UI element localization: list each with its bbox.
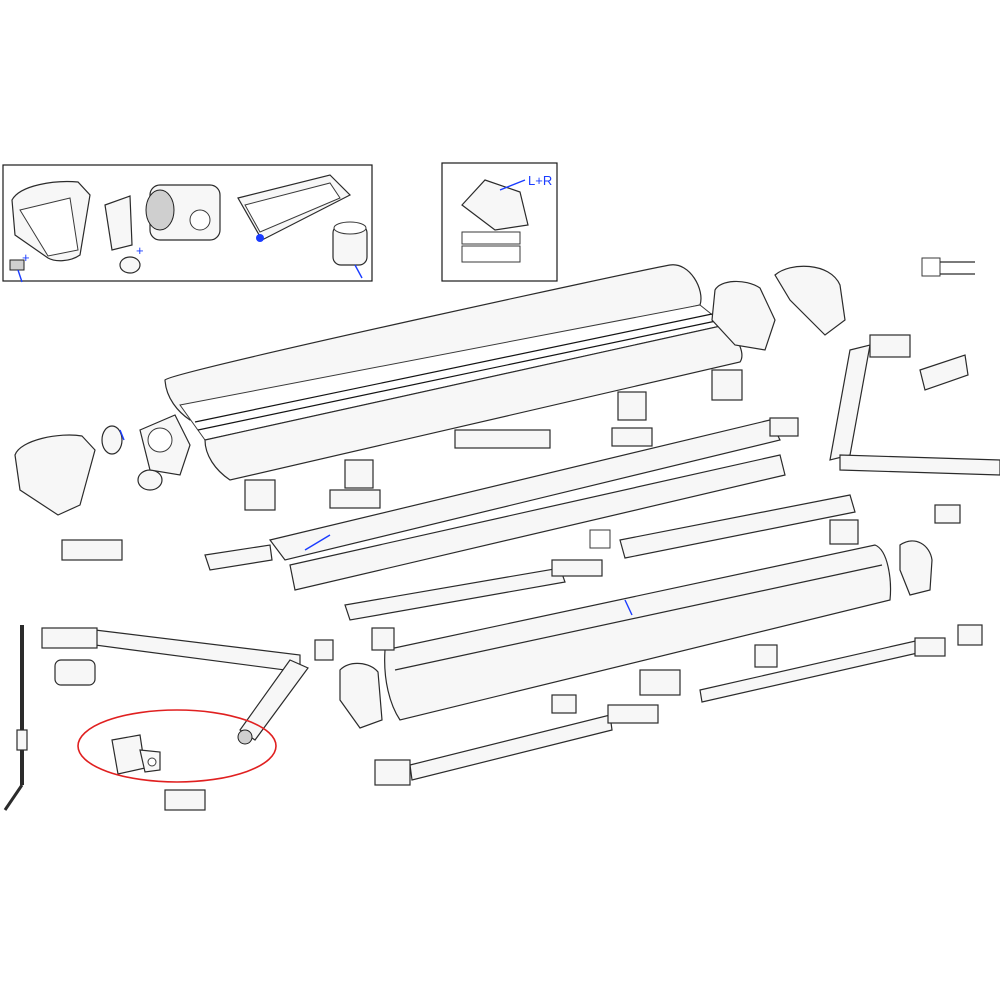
inset-box-bracket: L+R xyxy=(441,162,558,282)
housing-top-profile xyxy=(164,264,702,421)
bracket-leader xyxy=(499,179,526,191)
middle-bracket-3 xyxy=(244,479,276,511)
middle-bracket-2-base xyxy=(329,489,381,509)
lower-right-arms xyxy=(639,624,983,703)
tubes xyxy=(204,417,961,621)
profile-leader xyxy=(624,599,633,616)
bracket-plate xyxy=(461,245,521,263)
motor-cylinder-top xyxy=(333,221,367,235)
highlight-ellipse xyxy=(77,709,277,783)
crank-rod-handle xyxy=(3,784,24,811)
highlighted-mount-hole xyxy=(147,757,157,767)
lower-right-arm-bracket xyxy=(957,624,983,646)
small-left-clip xyxy=(314,639,334,661)
gear-motor-hub xyxy=(189,209,211,231)
front-rail-bracket xyxy=(829,519,859,545)
lead-rail xyxy=(289,454,786,591)
housing-groove-2 xyxy=(197,320,717,431)
screw-leader xyxy=(17,269,23,283)
left-cap-bracket xyxy=(371,627,395,651)
right-arm-joint xyxy=(869,334,911,358)
left-end-bushing xyxy=(101,425,123,455)
roller-tube-connector xyxy=(204,544,273,571)
lower-right-arm-joint xyxy=(914,637,946,657)
motor-leader xyxy=(354,264,363,279)
lower-right-arm-rail xyxy=(699,639,923,703)
control-box-panel xyxy=(244,182,341,233)
lower-center-bracket xyxy=(639,669,681,696)
left-bushing-leader xyxy=(119,429,125,441)
inset-box-components: + + xyxy=(2,164,373,283)
lower-center-arm-rail xyxy=(409,714,613,781)
inset-box-frame-2 xyxy=(441,162,558,282)
lower-center-arm-end xyxy=(374,759,411,786)
gear-motor-drum xyxy=(145,189,175,231)
left-end-assembly xyxy=(14,414,191,516)
front-profile-left-cap xyxy=(339,662,383,729)
roller-tube xyxy=(268,419,781,561)
left-arms xyxy=(41,539,309,811)
control-box-marker xyxy=(256,234,264,242)
front-profile-edge xyxy=(394,564,883,671)
front-profile-body xyxy=(384,544,892,721)
middle-bracket-1 xyxy=(617,391,647,421)
right-end-cap xyxy=(774,265,846,336)
right-arm-vertical xyxy=(829,344,871,461)
lower-center-arms xyxy=(374,694,659,786)
left-gearbox-wheel xyxy=(147,427,173,453)
wall-bracket-part xyxy=(461,179,529,231)
bracket-part xyxy=(104,195,133,251)
right-gearbox xyxy=(711,280,776,351)
left-end-cap xyxy=(14,434,96,516)
right-end-assembly xyxy=(711,265,969,401)
middle-brackets xyxy=(244,391,653,511)
svg-text:+: + xyxy=(22,250,30,265)
crank-rod-grip xyxy=(16,729,28,751)
highlighted-mount-part xyxy=(111,734,146,775)
upper-front-rail xyxy=(619,494,856,559)
left-arm-elbow xyxy=(237,729,253,745)
right-top-connector xyxy=(921,257,941,277)
small-clip xyxy=(589,529,611,549)
roller-housing xyxy=(164,264,743,481)
lower-right-clip xyxy=(754,644,778,668)
right-arm-shoulder xyxy=(919,354,969,391)
front-profile xyxy=(314,540,933,729)
left-end-collar xyxy=(137,469,163,491)
middle-bracket-1-base xyxy=(611,427,653,447)
rail-strip xyxy=(454,429,551,449)
svg-text:+: + xyxy=(136,243,144,258)
end-cap-face xyxy=(19,197,79,257)
lower-center-arm-joint xyxy=(607,704,659,724)
left-arm-shoulder xyxy=(41,627,98,649)
right-bracket-small xyxy=(711,369,743,401)
left-bottom-clip xyxy=(164,789,206,811)
left-front-rail-joint xyxy=(551,559,603,577)
tube-leader xyxy=(304,534,331,551)
left-arm-lower xyxy=(239,659,309,741)
crank-rod xyxy=(3,625,28,811)
far-right-clip xyxy=(934,504,961,524)
middle-bracket-2 xyxy=(344,459,374,489)
inset-box-frame xyxy=(2,164,373,282)
collar-part xyxy=(119,256,141,274)
end-cap-screw xyxy=(9,259,25,271)
inset-label: L+R xyxy=(528,173,552,188)
left-front-rail xyxy=(344,567,566,621)
front-profile-right-cap xyxy=(899,540,933,596)
housing-groove-1 xyxy=(194,313,713,423)
roller-tube-end xyxy=(769,417,799,437)
left-connector xyxy=(61,539,123,561)
lower-center-clip xyxy=(551,694,577,714)
left-arm-upper xyxy=(94,629,301,673)
bracket-spacer xyxy=(461,231,521,245)
highlighted-part-group xyxy=(77,709,277,783)
left-arm-bracket xyxy=(54,659,96,686)
right-arm-horizontal xyxy=(839,454,1000,476)
right-upper-arm xyxy=(829,257,1000,476)
